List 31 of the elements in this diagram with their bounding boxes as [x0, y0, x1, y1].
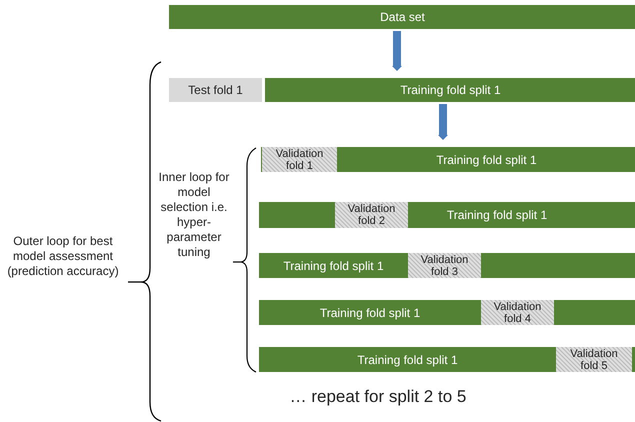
training-bar: [259, 347, 635, 372]
bar-text: Training fold split 1: [399, 82, 502, 99]
validation-fold-box: [262, 147, 337, 172]
bar-text: Training fold split 1: [356, 352, 459, 368]
training-bar: [265, 78, 635, 102]
bar-text: Test fold 1: [187, 82, 244, 99]
bar-text: Training fold split 1: [282, 258, 385, 274]
arrow: [392, 31, 402, 71]
validation-fold-box: [481, 300, 554, 325]
training-bar: [259, 202, 635, 228]
fold-label: Validation fold 3: [420, 253, 470, 278]
arrow: [438, 104, 448, 140]
training-bar: [259, 300, 635, 325]
bar-text: Data set: [379, 9, 426, 26]
fold-label: Validation fold 1: [274, 147, 324, 172]
training-bar: [169, 5, 635, 29]
fold-label: Validation fold 4: [492, 300, 542, 325]
test-fold-box: [169, 78, 262, 102]
loop-label: Inner loop for model selection i.e. hyper-parameter tuning: [158, 170, 230, 260]
validation-fold-box: [408, 253, 481, 278]
bar-text: Training fold split 1: [446, 207, 548, 224]
bar-text: Training fold split 1: [435, 152, 538, 168]
note-text: … repeat for split 2 to 5: [288, 386, 468, 408]
bar-text: Training fold split 1: [318, 304, 422, 322]
loop-label: Outer loop for best model assessment (prediction accuracy): [6, 234, 120, 279]
validation-fold-box: [335, 202, 408, 228]
training-bar: [261, 147, 635, 172]
fold-label: Validation fold 2: [346, 202, 396, 228]
training-bar: [259, 253, 635, 278]
validation-fold-box: [556, 347, 632, 372]
fold-label: Validation fold 5: [569, 347, 619, 372]
